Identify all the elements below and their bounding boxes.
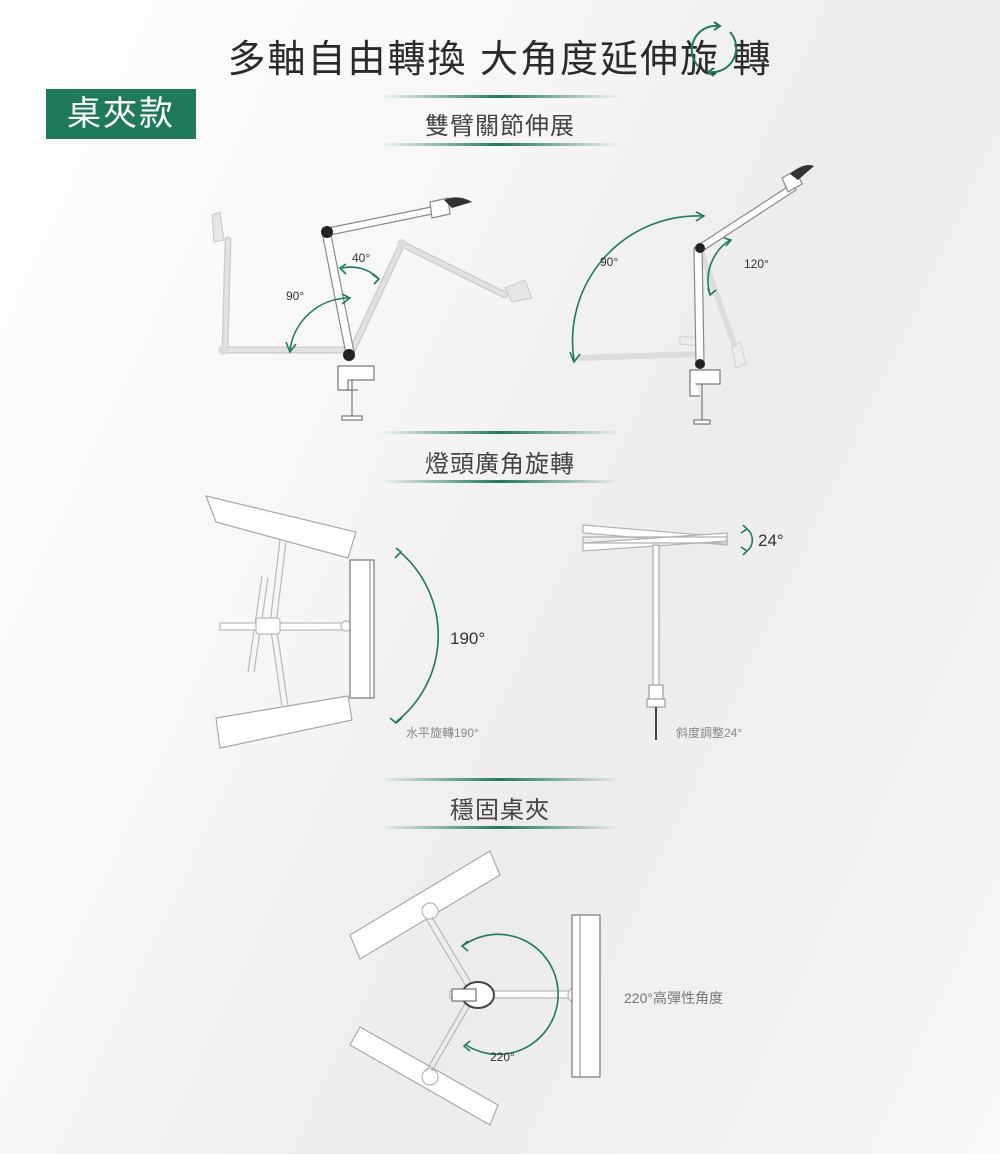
section-divider [380,480,620,483]
angle-label: 90° [286,289,304,303]
section-divider [380,778,620,781]
model-badge: 桌夾款 [46,89,196,139]
tilt-adjust-diagram: 24° [582,524,784,740]
angle-label: 190° [450,629,485,648]
section-divider [380,143,620,146]
horizontal-rotation-diagram: 190° [205,495,485,749]
arm-extension-diagram-right: 90° 120° [569,165,814,425]
angle-label: 90° [600,255,618,269]
section-title-clamp: 穩固桌夾 [450,797,550,824]
section-divider [380,95,620,98]
section-title-head-rotation: 燈頭廣角旋轉 [425,451,575,478]
angle-label: 40° [352,251,370,265]
angle-label: 24° [758,531,784,550]
page-title: 多軸自由轉換 大角度延伸旋 轉 [227,39,773,81]
rotate-arrows-icon [690,21,738,77]
arm-extension-diagram-left: 40° 90° [211,197,533,421]
caption-clamp-angle: 220°高彈性角度 [624,990,723,1006]
angle-label: 120° [744,257,769,271]
caption-horizontal-rotation: 水平旋轉190° [406,726,479,740]
clamp-rotation-diagram: 220° [349,850,601,1126]
section-divider [380,826,620,829]
angle-label: 220° [490,1050,515,1064]
caption-tilt-adjust: 斜度調整24° [676,726,743,740]
section-title-arm: 雙臂關節伸展 [425,113,575,140]
section-divider [380,431,620,434]
